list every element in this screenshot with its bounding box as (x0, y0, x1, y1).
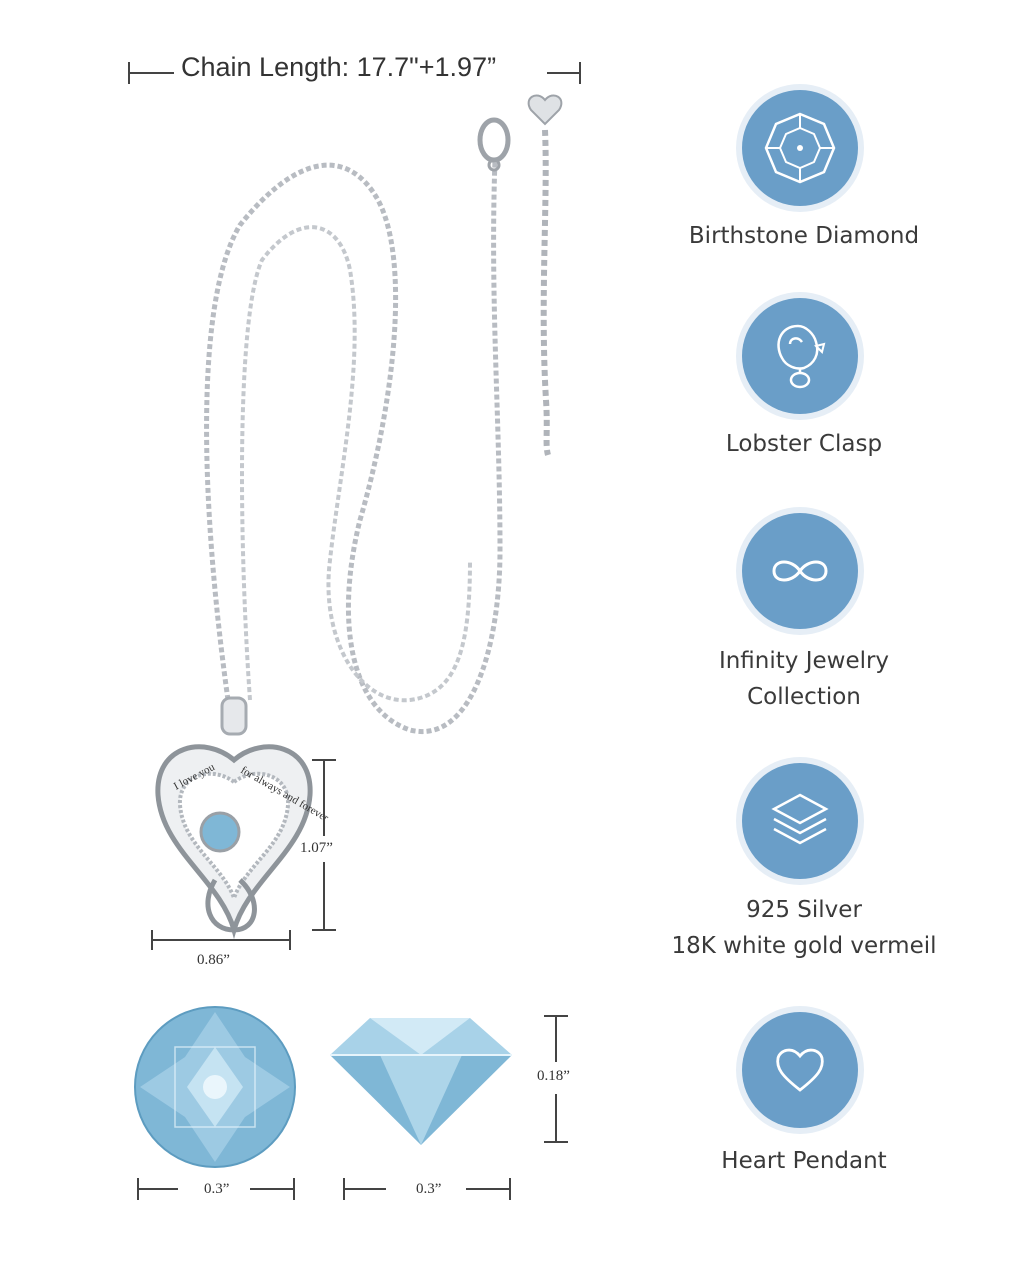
stone-side-width-dimension (343, 1178, 511, 1200)
pendant-bail (220, 696, 248, 736)
extender-chain (540, 129, 551, 456)
diamond-badge (742, 90, 858, 206)
lobster-clasp-badge (742, 298, 858, 414)
feature-heart-pendant: Heart Pendant (654, 1143, 954, 1179)
pendant-height-label: 1.07” (300, 840, 333, 856)
infinity-icon (772, 560, 828, 582)
feature-line: Infinity Jewelry (718, 648, 890, 674)
stone-top-view (134, 1006, 296, 1168)
heart-tag (527, 94, 563, 126)
stone-side-view (330, 1018, 512, 1145)
diamond-icon (764, 112, 836, 184)
feature-line: Birthstone Diamond (688, 223, 920, 249)
feature-line: 925 Silver (746, 897, 862, 923)
chain-outer (204, 159, 503, 735)
pendant-stone (199, 811, 241, 853)
feature-birthstone-diamond: Birthstone Diamond (654, 218, 954, 254)
stone-top-width-dimension (137, 1178, 295, 1200)
infinity-badge (742, 513, 858, 629)
layers-badge (742, 763, 858, 879)
chain-length-label: Chain Length: 17.7"+1.97” (181, 52, 497, 82)
stone-depth-dimension (544, 1015, 568, 1143)
feature-silver-material: 925 Silver 18K white gold vermeil (654, 892, 954, 964)
lobster-clasp-icon (777, 324, 826, 389)
pendant-width-dimension (151, 930, 291, 950)
layers-icon (771, 793, 829, 845)
heart-pendant: I love you for always and forever (155, 744, 331, 940)
stone-depth-label: 0.18” (537, 1068, 570, 1084)
feature-line: Heart Pendant (721, 1148, 887, 1174)
feature-lobster-clasp: Lobster Clasp (654, 426, 954, 462)
heart-badge (742, 1012, 858, 1128)
lobster-clasp (477, 117, 511, 172)
stone-side-width-label: 0.3” (416, 1181, 442, 1197)
pendant-height-dimension (312, 759, 336, 931)
feature-infinity-collection: Infinity Jewelry Collection (654, 643, 954, 715)
feature-line: Collection (747, 684, 861, 710)
stone-top-width-label: 0.3” (204, 1181, 230, 1197)
chain-inner (239, 225, 472, 703)
pendant-width-label: 0.86” (197, 952, 230, 968)
feature-line: Lobster Clasp (725, 431, 883, 457)
heart-icon (776, 1048, 824, 1092)
feature-line: 18K white gold vermeil (671, 933, 937, 959)
